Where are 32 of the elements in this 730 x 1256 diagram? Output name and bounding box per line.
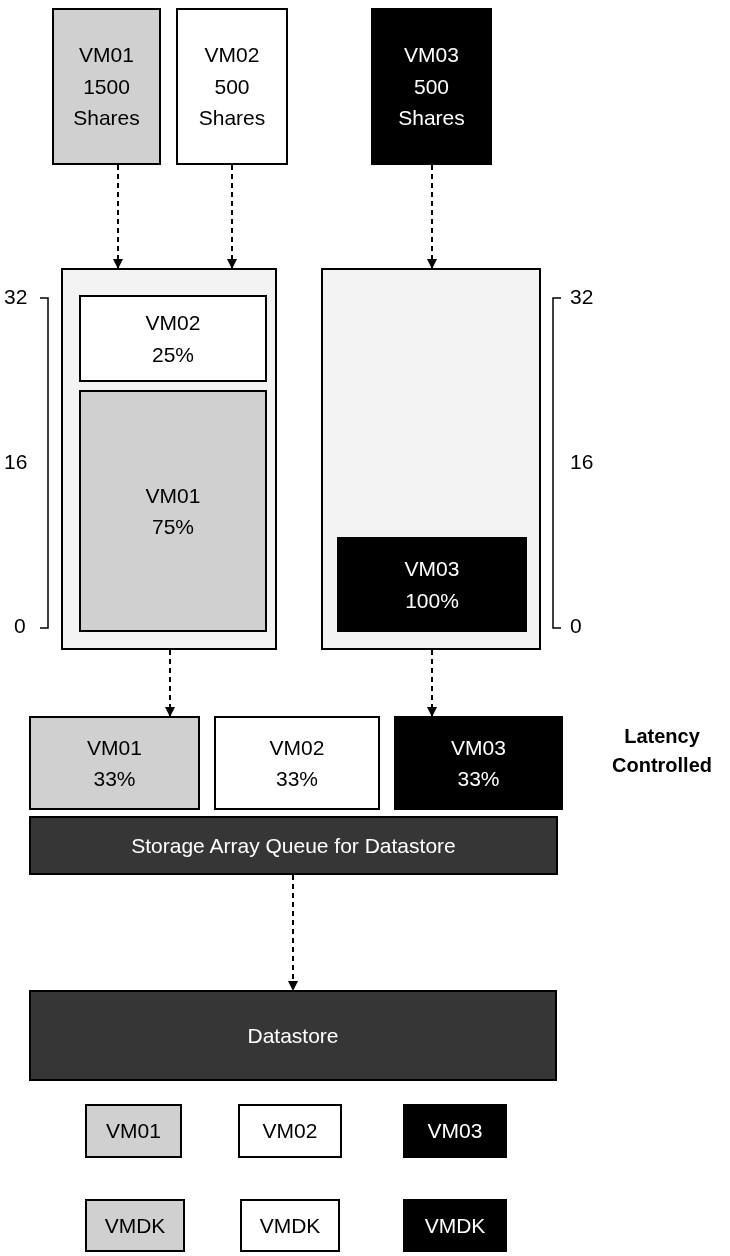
arrow: [288, 874, 298, 991]
vm-box: VMDK: [240, 1199, 340, 1252]
vm-box: VM03: [403, 1104, 507, 1158]
vm-box: VM02 33%: [214, 716, 380, 810]
vm-box: Storage Array Queue for Datastore: [29, 816, 558, 875]
arrow: [165, 649, 175, 717]
vm-box: VM02: [238, 1104, 342, 1158]
scale-value: 16: [4, 450, 28, 474]
vm-box: VM01 33%: [29, 716, 200, 810]
arrow: [227, 164, 237, 269]
vm-box: VM03 500 Shares: [371, 8, 492, 165]
scale-value: 16: [570, 450, 594, 474]
scale-value: 32: [4, 285, 28, 309]
vm-box: Datastore: [29, 990, 557, 1081]
scale-value: 0: [570, 614, 582, 638]
scale-value: 32: [570, 285, 594, 309]
vm-box: VM01: [85, 1104, 182, 1158]
vm-box: VMDK: [403, 1199, 507, 1252]
vm-box: VM01 75%: [79, 390, 267, 632]
vm-box: VM02 25%: [79, 295, 267, 382]
vm-box: VMDK: [85, 1199, 185, 1252]
arrow: [427, 649, 437, 717]
vm-box: VM03 100%: [337, 537, 527, 632]
arrow: [427, 164, 437, 269]
note-text: Latency Controlled: [612, 724, 712, 778]
container-box: [61, 268, 277, 650]
arrow: [113, 164, 123, 269]
vm-box: VM02 500 Shares: [176, 8, 288, 165]
vm-box: VM01 1500 Shares: [52, 8, 161, 165]
scale-value: 0: [14, 614, 26, 638]
container-box: [321, 268, 541, 650]
vm-box: VM03 33%: [394, 716, 563, 810]
